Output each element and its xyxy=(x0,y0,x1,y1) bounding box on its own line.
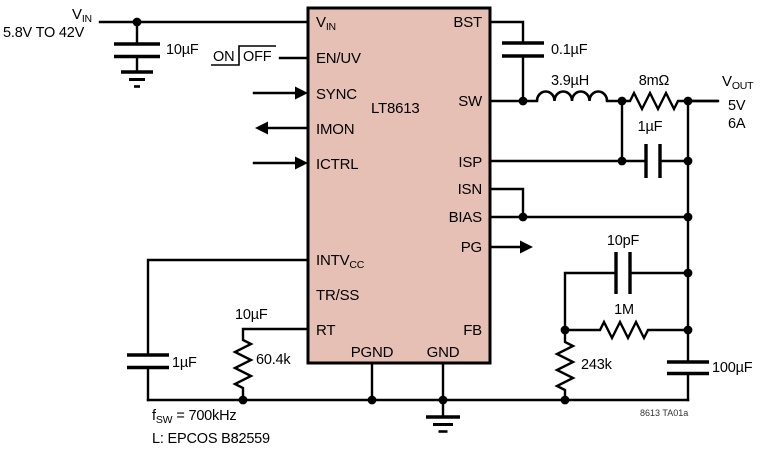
pin-pg: PG xyxy=(461,239,482,256)
vout-current: 6A xyxy=(728,116,746,132)
vin-rail-label: VIN xyxy=(72,6,92,25)
on-off-symbol xyxy=(211,45,276,66)
output-cap-value: 100µF xyxy=(712,360,753,376)
intvcc-wire xyxy=(146,258,310,355)
pin-gnd: GND xyxy=(427,344,460,361)
figure-id: 8613 TA01a xyxy=(640,408,688,418)
pin-ictrl: ICTRL xyxy=(316,156,358,173)
pin-vin: VIN xyxy=(316,14,336,33)
r-bottom-value: 243k xyxy=(581,357,613,373)
sense-cap-value: 1µF xyxy=(638,119,663,135)
feedforward-cap xyxy=(614,252,632,294)
bst-cap xyxy=(502,41,544,58)
ic-pin-labels: VIN EN/UV SYNC IMON ICTRL INTVCC TR/SS R… xyxy=(316,14,483,361)
inductor-note: L: EPCOS B82559 xyxy=(152,431,270,447)
imon-arrow-icon xyxy=(255,121,310,135)
intvcc-cap-value: 1µF xyxy=(172,355,197,371)
feedback-top-resistor xyxy=(565,319,688,341)
pin-isn: ISN xyxy=(458,181,482,198)
bst-cap-value: 0.1µF xyxy=(551,42,588,58)
isn-wire xyxy=(488,187,525,219)
ictrl-arrow-icon xyxy=(252,156,308,170)
pin-sw: SW xyxy=(458,93,483,110)
off-label: OFF xyxy=(243,49,272,65)
ic-part-number: LT8613 xyxy=(371,100,420,117)
junction-dots xyxy=(132,17,693,405)
inductor-value: 3.9µH xyxy=(551,73,589,89)
rt-note-value: 10µF xyxy=(235,307,268,323)
pin-enuv: EN/UV xyxy=(316,50,361,67)
sense-res-value: 8mΩ xyxy=(639,73,670,89)
input-cap xyxy=(114,20,160,73)
gnd-ground-symbol xyxy=(426,398,460,433)
pin-intvcc: INTVCC xyxy=(316,252,365,271)
vout-voltage: 5V xyxy=(728,98,746,114)
pin-isp: ISP xyxy=(458,154,482,171)
input-cap-value: 10µF xyxy=(166,42,199,58)
pin-bias: BIAS xyxy=(449,209,483,226)
pin-trss: TR/SS xyxy=(316,287,359,304)
vout-label: VOUT xyxy=(722,73,754,92)
vin-range-label: 5.8V TO 42V xyxy=(3,25,85,41)
rt-res-value: 60.4k xyxy=(256,352,291,368)
sense-resistor xyxy=(622,90,718,112)
sense-cap xyxy=(644,144,662,178)
ffcap-value: 10pF xyxy=(607,233,640,249)
bst-wire xyxy=(488,20,525,43)
rt-resistor xyxy=(232,327,308,400)
feedback-bottom-resistor xyxy=(554,330,576,400)
inductor-symbol xyxy=(535,90,609,102)
pin-sync: SYNC xyxy=(316,86,357,103)
pin-fb: FB xyxy=(463,322,482,339)
r-top-value: 1M xyxy=(614,302,634,318)
pin-bst: BST xyxy=(453,14,482,31)
pin-pgnd: PGND xyxy=(351,344,394,361)
output-cap xyxy=(667,360,709,376)
ic-body xyxy=(306,6,492,365)
sync-arrow-icon xyxy=(252,86,308,100)
intvcc-cap xyxy=(127,353,169,370)
on-label: ON xyxy=(213,49,234,65)
ffcap-left-wire xyxy=(563,271,616,332)
fsw-note: fSW= 700kHz xyxy=(152,408,236,426)
pin-imon: IMON xyxy=(316,121,354,138)
pin-rt: RT xyxy=(316,322,335,339)
pg-arrow-icon xyxy=(488,240,533,254)
input-ground-symbol xyxy=(121,70,153,88)
